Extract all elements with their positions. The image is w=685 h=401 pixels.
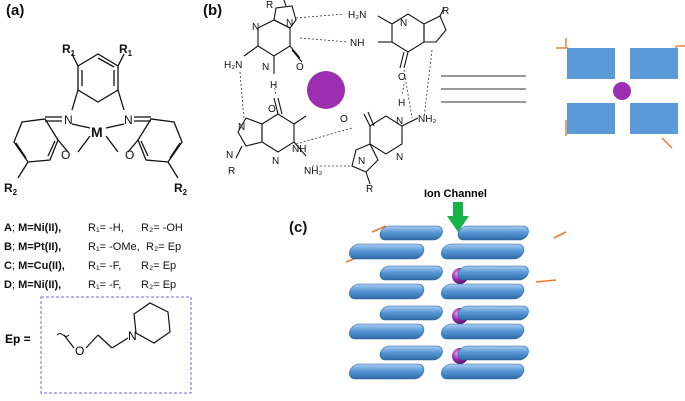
n-left-label: N [64, 113, 73, 127]
quartet-n-tl2: N [252, 22, 259, 33]
quartet-h2n-tl: H₂N [224, 60, 242, 71]
metal-label: M [91, 124, 103, 140]
salphen-complex-structure [13, 53, 183, 179]
g-quartet-structure [235, 0, 447, 185]
quartet-n-bl3: N [272, 156, 279, 167]
stack-slab-front-left [349, 363, 425, 380]
ion-channel-arrow [447, 202, 469, 232]
stack-slab-back-left [379, 265, 443, 281]
stack-slab-back-right [457, 225, 529, 241]
quartet-h2n-tr: H₂N [348, 10, 366, 21]
stack-slab-back-left [379, 305, 443, 321]
stack-accent-line [553, 231, 567, 239]
stack-slab-front-right [441, 243, 525, 260]
panel-label-c: (c) [289, 219, 308, 236]
schematic-cation [613, 82, 631, 100]
quartet-o-bl: O [268, 104, 276, 115]
left-phenol-ring [13, 118, 59, 163]
legend-row: A; M=Ni(II), R₁= -H, R₂= -OH [4, 222, 183, 234]
guanine-bottom-right-five-ring [351, 143, 379, 173]
o-left-label: O [61, 148, 70, 162]
quartet-h-tr: H [398, 98, 405, 109]
stack-slab-front-right [441, 283, 525, 300]
r2-right-label: R2 [174, 181, 188, 197]
r2-left-label: R2 [4, 181, 18, 197]
r1-left-label: R1 [62, 42, 76, 58]
stack-slab-front-left [349, 323, 425, 340]
legend-row: C; M=Cu(II), R₁= -F, R₂= Ep [4, 260, 177, 272]
piperidine-ring [133, 302, 171, 344]
legend-row: B; M=Pt(II), R₁= -OMe, R₂= Ep [4, 241, 182, 253]
panel-label-b: (b) [203, 2, 223, 19]
quartet-n-bl2: N [226, 150, 233, 161]
quartet-o-br: O [340, 114, 348, 125]
quartet-nh2-br: NH₂ [418, 114, 436, 125]
accent-tick-br [661, 137, 673, 149]
stack-slab-back-right [457, 265, 529, 281]
g-quartet-hbonds [239, 13, 433, 167]
schematic-block-br [630, 103, 678, 134]
right-phenol-ring [137, 118, 183, 163]
quartet-r-bl: R [228, 166, 235, 177]
central-benzene-ring [77, 53, 119, 103]
stack-slab-front-left [349, 283, 425, 300]
quartet-n-br2: N [358, 156, 365, 167]
g-quartet-atom-labels: R N N H₂N N O H H₂N NH N R O H O N NH N … [224, 0, 449, 195]
stack-slab-back-right [457, 345, 529, 361]
quartet-n-tl3: N [262, 62, 269, 73]
complex-legend: A; M=Ni(II), R₁= -H, R₂= -OH B; M=Pt(II)… [4, 219, 194, 295]
ep-o-label: O [75, 344, 84, 358]
channel-stack [345, 225, 567, 380]
stack-accent-line [371, 225, 387, 233]
quartet-o-tl: O [296, 62, 304, 73]
guanine-top-right-five-ring [423, 15, 447, 43]
quartet-r-tr: R [442, 6, 449, 17]
quartet-n-br3: N [396, 152, 403, 163]
quartet-n-br1: N [396, 116, 403, 127]
ep-dashed-box [40, 296, 192, 394]
r1-right-label: R1 [119, 42, 133, 58]
quartet-r-tl: R [266, 0, 273, 11]
stack-slab-back-left [379, 225, 443, 241]
quartet-n-bl1: N [238, 122, 245, 133]
quartet-r-br: R [366, 184, 373, 195]
legend-row: D; M=Ni(II), R₁= -F, R₂= Ep [4, 279, 177, 291]
panel-label-a: (a) [6, 2, 25, 19]
quartet-n-tr: N [400, 18, 407, 29]
guanine-top-right-six-ring [391, 13, 425, 53]
quartet-nh2-bl: NH₂ [304, 166, 322, 177]
equivalence-lines [441, 75, 526, 103]
salphen-atom-labels: R1 R1 N N M O O R2 R2 [4, 42, 188, 197]
stack-slab-front-right [441, 363, 525, 380]
guanine-bottom-left-six-ring [261, 113, 295, 153]
ep-substituent-structure [56, 302, 171, 349]
ep-n-label: N [128, 329, 137, 343]
stack-slab-back-right [457, 305, 529, 321]
stack-slab-back-left [379, 345, 443, 361]
schematic-block-tr [630, 48, 678, 79]
quartet-nh-tr: NH [350, 38, 364, 49]
schematic-quartet [556, 38, 685, 149]
schematic-block-bl [567, 103, 615, 134]
guanine-bottom-left-five-ring [237, 117, 263, 147]
stack-slab-front-left [349, 243, 425, 260]
stack-accent-line [535, 279, 557, 283]
schematic-block-tl [567, 48, 615, 79]
o-right-label: O [125, 148, 134, 162]
quartet-h-tl: H [270, 80, 277, 91]
n-right-label: N [124, 113, 133, 127]
ep-label: Ep = [5, 332, 31, 346]
central-cation [307, 71, 345, 109]
quartet-o-tr: O [398, 72, 406, 83]
quartet-nh-bl: NH [292, 144, 306, 155]
stack-slab-front-right [441, 323, 525, 340]
guanine-top-left-five-ring [273, 5, 297, 29]
quartet-n-tl1: N [286, 18, 293, 29]
ion-channel-label: Ion Channel [424, 188, 487, 200]
